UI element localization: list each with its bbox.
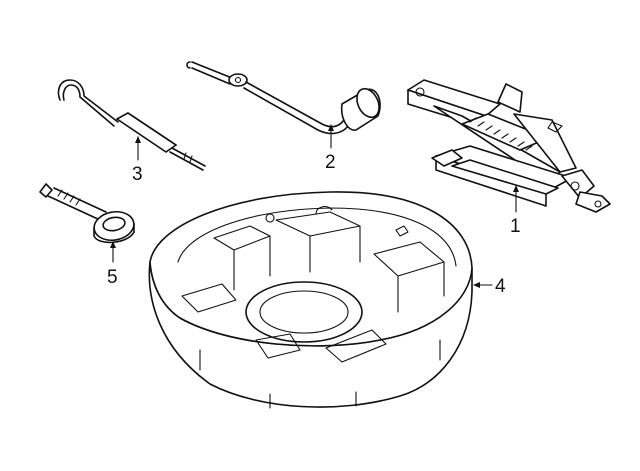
callout-jack: 1 (510, 216, 521, 237)
spare-tire-tray-icon (148, 191, 473, 409)
callout-tray: 4 (495, 276, 506, 297)
callout-hook: 3 (132, 164, 143, 185)
callout-handle: 2 (325, 152, 336, 173)
callout-leaders (110, 124, 519, 288)
scissor-jack-icon (407, 79, 611, 213)
tow-eye-bolt-icon (39, 183, 135, 244)
hook-tool-icon (57, 79, 206, 171)
jack-handle-icon (186, 61, 381, 135)
callout-eye-bolt: 5 (107, 267, 118, 288)
